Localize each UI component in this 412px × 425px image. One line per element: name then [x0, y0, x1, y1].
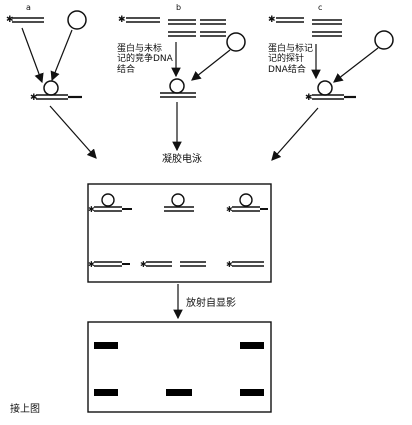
autorad-band-lane-b-free: [166, 389, 192, 396]
svg-text:✱: ✱: [226, 205, 233, 214]
panel-c-note-line: 记的探针: [268, 54, 305, 65]
panel-b-probe-dna: ✱: [118, 15, 160, 25]
autoradiography-label: 放射自显影: [186, 298, 236, 309]
panel-c-note-line: DNA结合: [268, 64, 306, 75]
caption: 接上图: [10, 404, 40, 415]
svg-text:✱: ✱: [226, 260, 233, 269]
panel-b-arrow-from-protein: [191, 49, 231, 81]
gel-lane-c-free-probe: ✱: [226, 260, 264, 269]
panel-b-competitor-dna: [168, 19, 226, 37]
gel-lane-a-free-probe: ✱: [88, 260, 130, 269]
panel-c-letter: c: [318, 3, 323, 12]
panel-a-arrow-from-protein: [50, 29, 73, 82]
autoradiogram-box: [87, 321, 272, 413]
panel-c-complex: ✱: [305, 80, 356, 103]
panel-c-arrow-from-protein: [333, 47, 379, 83]
gel-lane-b-free-probe: ✱: [140, 260, 206, 269]
autorad-band-lane-c-free: [240, 389, 264, 396]
gel-lane-a-shifted-complex: ✱: [88, 193, 132, 214]
panel-c-probe-dna: ✱: [268, 15, 342, 37]
svg-text:✱: ✱: [118, 15, 126, 25]
gel-lane-c-shifted-complex: ✱: [226, 193, 268, 214]
svg-text:✱: ✱: [88, 260, 95, 269]
panel-b-complex: [160, 78, 196, 98]
svg-text:✱: ✱: [30, 93, 38, 103]
panel-b-note-line: 结合: [117, 64, 136, 75]
svg-text:✱: ✱: [88, 205, 95, 214]
panel-b-letter: b: [176, 3, 182, 12]
panel-a-protein-circle: [67, 10, 87, 30]
svg-text:✱: ✱: [305, 93, 313, 103]
panel-c-note-line: 蛋白与标记: [268, 44, 314, 54]
panel-b-protein-circle: [226, 32, 246, 52]
panel-a-probe-dna: ✱: [6, 15, 44, 25]
panel-b-note-line: 记的竞争DNA: [117, 54, 173, 65]
svg-text:✱: ✱: [268, 15, 276, 25]
panel-c-protein-circle: [374, 30, 394, 50]
panel-c-arrow-to-gel: [271, 107, 319, 161]
panel-a-arrow-from-dna: [21, 27, 44, 84]
autorad-band-lane-c-shifted: [240, 342, 264, 349]
panel-a-arrow-to-gel: [49, 105, 97, 159]
panel-a-letter: a: [26, 3, 31, 12]
svg-text:✱: ✱: [6, 15, 14, 25]
panel-c-note: 蛋白与标记 记的探针 DNA结合: [268, 44, 313, 75]
autorad-band-lane-a-shifted: [94, 342, 118, 349]
electrophoresis-label: 凝胶电泳: [162, 154, 202, 165]
autorad-band-lane-a-free: [94, 389, 118, 396]
gel-lane-b-shifted-complex: [164, 193, 194, 212]
panel-b-note-line: 蛋白与未标: [117, 44, 163, 54]
panel-b-note: 蛋白与未标 记的竞争DNA 结合: [117, 44, 173, 75]
svg-text:✱: ✱: [140, 260, 147, 269]
panel-a-complex: ✱: [30, 80, 82, 103]
